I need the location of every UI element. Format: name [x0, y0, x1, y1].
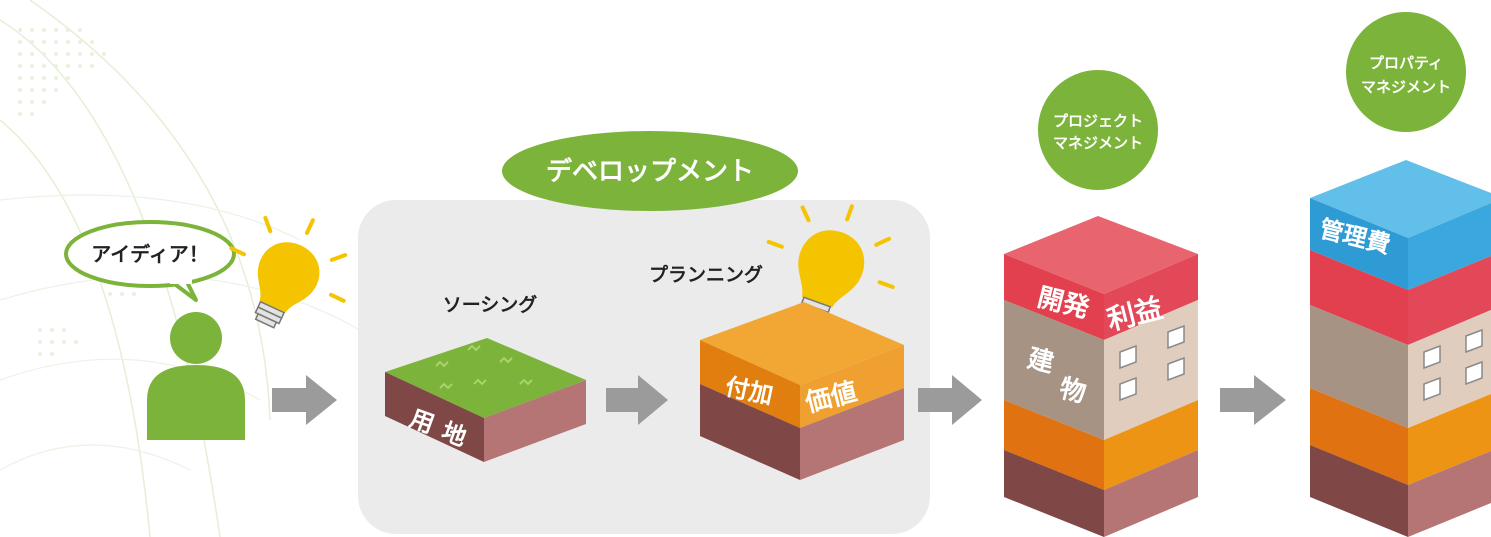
managed-building: 管理費: [1310, 160, 1491, 537]
project-management-badge: プロジェクト マネジメント: [1038, 70, 1158, 190]
prm-circle-line-2: マネジメント: [1361, 78, 1451, 96]
lightbulb-icon: [229, 215, 348, 329]
arrow-2: [606, 375, 668, 425]
arrow-1: [272, 375, 337, 425]
arrow-4: [1220, 375, 1286, 425]
planning-label: プランニング: [649, 263, 763, 286]
pm-circle-line-2: マネジメント: [1053, 134, 1143, 152]
development-building: 開発 利益 建 物: [1004, 216, 1198, 537]
idea-speech-bubble: アイディア！: [64, 220, 236, 302]
pm-circle-line-1: プロジェクト: [1053, 112, 1143, 130]
land-block: 用 地: [385, 338, 586, 462]
building-windows: [1423, 328, 1483, 402]
development-title: デベロップメント: [546, 156, 754, 187]
development-title-pill: デベロップメント: [502, 131, 798, 211]
arrow-3: [918, 375, 982, 425]
building-windows: [1119, 324, 1185, 402]
idea-text: アイディア！: [91, 242, 209, 266]
person-icon: [147, 312, 245, 440]
prm-circle-line-1: プロパティ: [1369, 54, 1443, 72]
property-management-badge: プロパティ マネジメント: [1346, 12, 1466, 132]
value-added-block: 付加 価値: [700, 302, 904, 480]
sourcing-label: ソーシング: [443, 293, 538, 316]
